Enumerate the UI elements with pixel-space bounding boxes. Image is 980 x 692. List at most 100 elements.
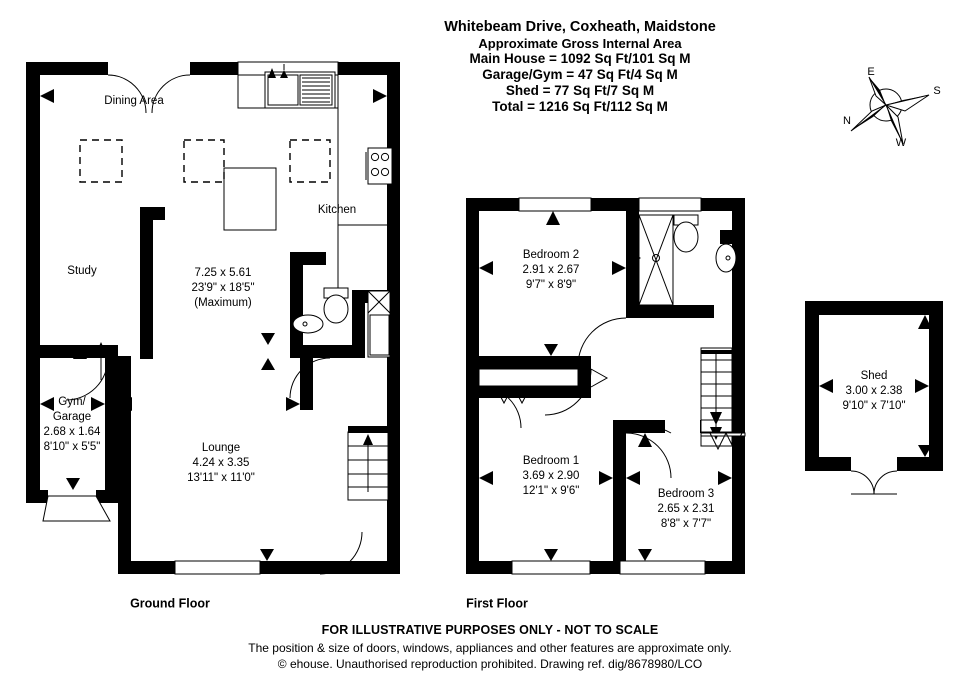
bed1-secondary-swing[interactable] [478, 385, 522, 429]
dim-arrow-bed1-right [599, 471, 613, 485]
first-window-bottom-1 [511, 560, 591, 575]
dim-arrow-bed1-left [479, 471, 493, 485]
footer-copyright: © ehouse. Unauthorised reproduction proh… [277, 657, 703, 671]
study-wall-bottom [26, 345, 88, 358]
footer-disclaimer-title: FOR ILLUSTRATIVE PURPOSES ONLY - NOT TO … [321, 623, 659, 637]
ground-lobby-arrow [96, 342, 106, 380]
label-gym-line2: Garage [53, 411, 91, 423]
shed-door-swing-left[interactable] [850, 470, 875, 495]
ground-stairs [347, 431, 389, 501]
dim-arrow-bed2-right [612, 261, 626, 275]
shed-wall-left [805, 301, 819, 471]
dim-arrow-hall-a [261, 333, 275, 345]
ground-wall-bottom-r [272, 561, 320, 574]
dim-arrow-garage-right [91, 397, 105, 411]
first-floor-plan: Bedroom 2 2.91 x 2.67 9'7" x 8'9" Bedroo… [466, 197, 746, 610]
wc-basin [292, 314, 324, 334]
lounge-wall-right [300, 358, 313, 410]
first-window-bottom-2 [619, 560, 706, 575]
label-first-floor: First Floor [466, 596, 528, 610]
study-wall-top-stub [140, 207, 165, 220]
ground-wall-top-mid [190, 62, 238, 75]
wc-wall-bottom [290, 345, 365, 358]
dim-arrow-bed3-right [718, 471, 732, 485]
dim-arrow-garage-bottom [66, 478, 80, 490]
shower-valve-icon [634, 254, 641, 262]
bed2-metric: 2.91 x 2.67 [523, 264, 580, 276]
wc-toilet [323, 287, 349, 324]
ground-wall-right [387, 62, 400, 574]
first-window-top-2 [638, 197, 702, 212]
first-wall-left [466, 198, 479, 574]
label-shed: Shed [861, 370, 888, 382]
label-kitchen: Kitchen [318, 204, 356, 216]
ground-wall-top-right [338, 62, 400, 75]
label-bedroom-1: Bedroom 1 [523, 455, 579, 467]
ground-window-lounge [174, 560, 261, 575]
compass-label-west: W [896, 137, 907, 149]
plan-header: Whitebeam Drive, Coxheath, Maidstone App… [390, 19, 770, 115]
shed-wall-top [805, 301, 943, 315]
wc-wall-right [352, 290, 365, 358]
bathroom-door-swing[interactable] [577, 317, 627, 367]
dining-table [223, 167, 277, 231]
bed2-wall-bottom [479, 356, 591, 369]
french-door-swing-left[interactable] [107, 74, 147, 114]
label-dining-area: Dining Area [104, 95, 164, 107]
garage-wall-bottom-l [26, 490, 48, 503]
label-bedroom-3: Bedroom 3 [658, 488, 714, 500]
first-basin [715, 243, 737, 273]
dim-arrow-bed3-top [638, 433, 652, 447]
garage-wall-bottom-r [96, 490, 118, 503]
bathroom-wall-bump [720, 230, 732, 244]
shower-cubicle [367, 290, 391, 358]
bathroom-wall-bottom [626, 305, 714, 318]
ground-stairs-wall [348, 426, 388, 433]
dim-arrow-bed3-left [626, 471, 640, 485]
bed3-imperial: 8'8" x 7'7" [661, 518, 711, 530]
first-stairs-wall [701, 350, 732, 354]
dim-arrow-shed-bottom [918, 445, 932, 457]
area-main-house: Main House = 1092 Sq Ft/101 Sq M [469, 51, 691, 67]
gym-metric: 2.68 x 1.64 [44, 426, 102, 438]
openplan-imperial: 23'9" x 18'5" [191, 282, 254, 294]
compass-label-north: N [843, 115, 851, 127]
wc-wall-left [290, 252, 303, 357]
dim-arrow-bed2-bottom [544, 344, 558, 356]
compass-label-south: S [933, 85, 940, 97]
shed-wall-bottom-r [897, 457, 943, 471]
dim-arrow-garage-top [73, 345, 87, 359]
bedroom3-door-swing[interactable] [625, 432, 672, 479]
dim-arrow-kitchen-right [373, 89, 387, 103]
first-wall-top-a [466, 198, 519, 211]
bed3-metric: 2.65 x 2.31 [658, 503, 715, 515]
first-toilet [673, 214, 699, 253]
shed-wall-right [929, 301, 943, 471]
label-lounge: Lounge [202, 442, 240, 454]
dim-arrow-shed-left [819, 379, 833, 393]
property-address: Whitebeam Drive, Coxheath, Maidstone [444, 19, 716, 35]
wardrobe-bifold-left [494, 385, 514, 405]
dim-arrow-dining-left [40, 89, 54, 103]
french-door-swing-right[interactable] [151, 74, 191, 114]
wardrobe-bifold-right [512, 385, 532, 405]
dim-arrow-lounge-left [118, 397, 132, 411]
label-gym-line1: Gym/ [58, 396, 86, 408]
first-window-top-1 [518, 197, 592, 212]
gym-imperial: 8'10" x 5'5" [44, 441, 101, 453]
openplan-note: (Maximum) [194, 297, 252, 309]
sink-tap-icon [268, 68, 276, 78]
bed1-wall-top [479, 385, 591, 398]
plan-footer: FOR ILLUSTRATIVE PURPOSES ONLY - NOT TO … [90, 623, 890, 671]
ground-floor-plan: Dining Area Study Kitchen 7.25 x 5.61 23… [26, 61, 400, 610]
kitchen-sink [264, 64, 336, 109]
compass-label-east: E [867, 66, 874, 78]
shed-door-swing-right[interactable] [873, 470, 898, 495]
area-subtitle: Approximate Gross Internal Area [478, 36, 682, 52]
lounge-door-swing[interactable] [319, 531, 363, 575]
first-wall-right [732, 198, 745, 574]
stairs-up-arrow [363, 434, 373, 445]
garage-internal-door-swing[interactable] [65, 357, 109, 401]
bedroom1-door-swing[interactable] [544, 368, 592, 416]
